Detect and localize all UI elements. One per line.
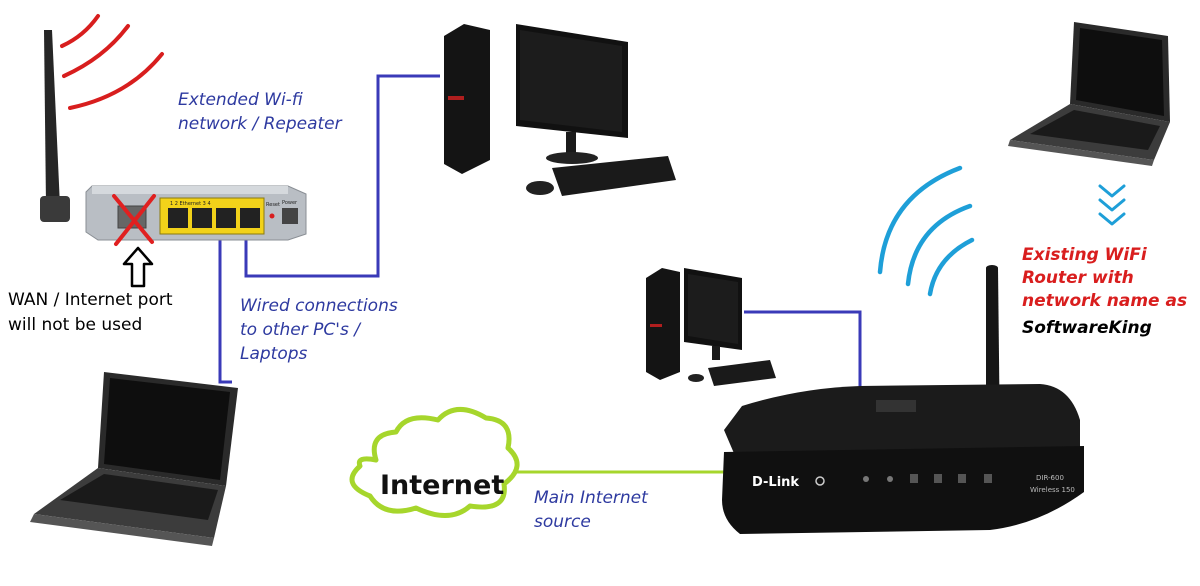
cable-to-desktop-top	[244, 74, 440, 278]
repeater-antenna	[44, 30, 60, 206]
cross-mark-icon	[112, 194, 156, 246]
router-model-label: DIR-600	[1036, 474, 1064, 482]
wifi-wave-icon	[60, 14, 100, 48]
desktop-pc-right	[646, 268, 776, 386]
cable-to-laptop-left	[218, 218, 232, 384]
laptop-left	[30, 372, 238, 546]
desktop-pc-top	[444, 24, 676, 196]
dlink-router: D-Link DIR-600 Wireless 150	[722, 265, 1084, 534]
cloud-icon	[349, 407, 520, 518]
dlink-brand-label: D-Link	[752, 475, 799, 490]
wifi-wave-icon	[68, 52, 164, 110]
internet-label: Internet	[380, 470, 504, 501]
wifi-wave-icon	[927, 237, 975, 297]
up-arrow-icon	[122, 246, 154, 288]
repeater-wifi-waves	[60, 14, 164, 110]
network-name-label: SoftwareKing	[1022, 318, 1152, 338]
down-chevrons-icon	[1098, 184, 1126, 226]
repeater-label: Extended Wi-fi network / Repeater	[178, 90, 342, 134]
wan-port-label: WAN / Internet port will not be used	[8, 290, 173, 335]
repeater-ports-label: 1 2 Ethernet 3 4	[170, 201, 211, 207]
router-sub-label: Wireless 150	[1030, 486, 1075, 494]
cable-to-desktop-right	[744, 310, 862, 392]
wifi-wave-icon	[877, 165, 963, 275]
laptop-right	[1008, 22, 1170, 166]
main-internet-source-label: Main Internet source	[534, 488, 648, 532]
existing-router-label: Existing WiFi Router with network name a…	[1022, 245, 1188, 311]
reset-label: Reset	[266, 202, 280, 208]
wifi-wave-icon	[62, 24, 130, 78]
wifi-wave-icon	[905, 203, 973, 287]
wired-connections-label: Wired connections to other PC's / Laptop…	[240, 296, 398, 364]
router-wifi-waves	[877, 165, 975, 297]
power-label: Power	[282, 200, 298, 206]
